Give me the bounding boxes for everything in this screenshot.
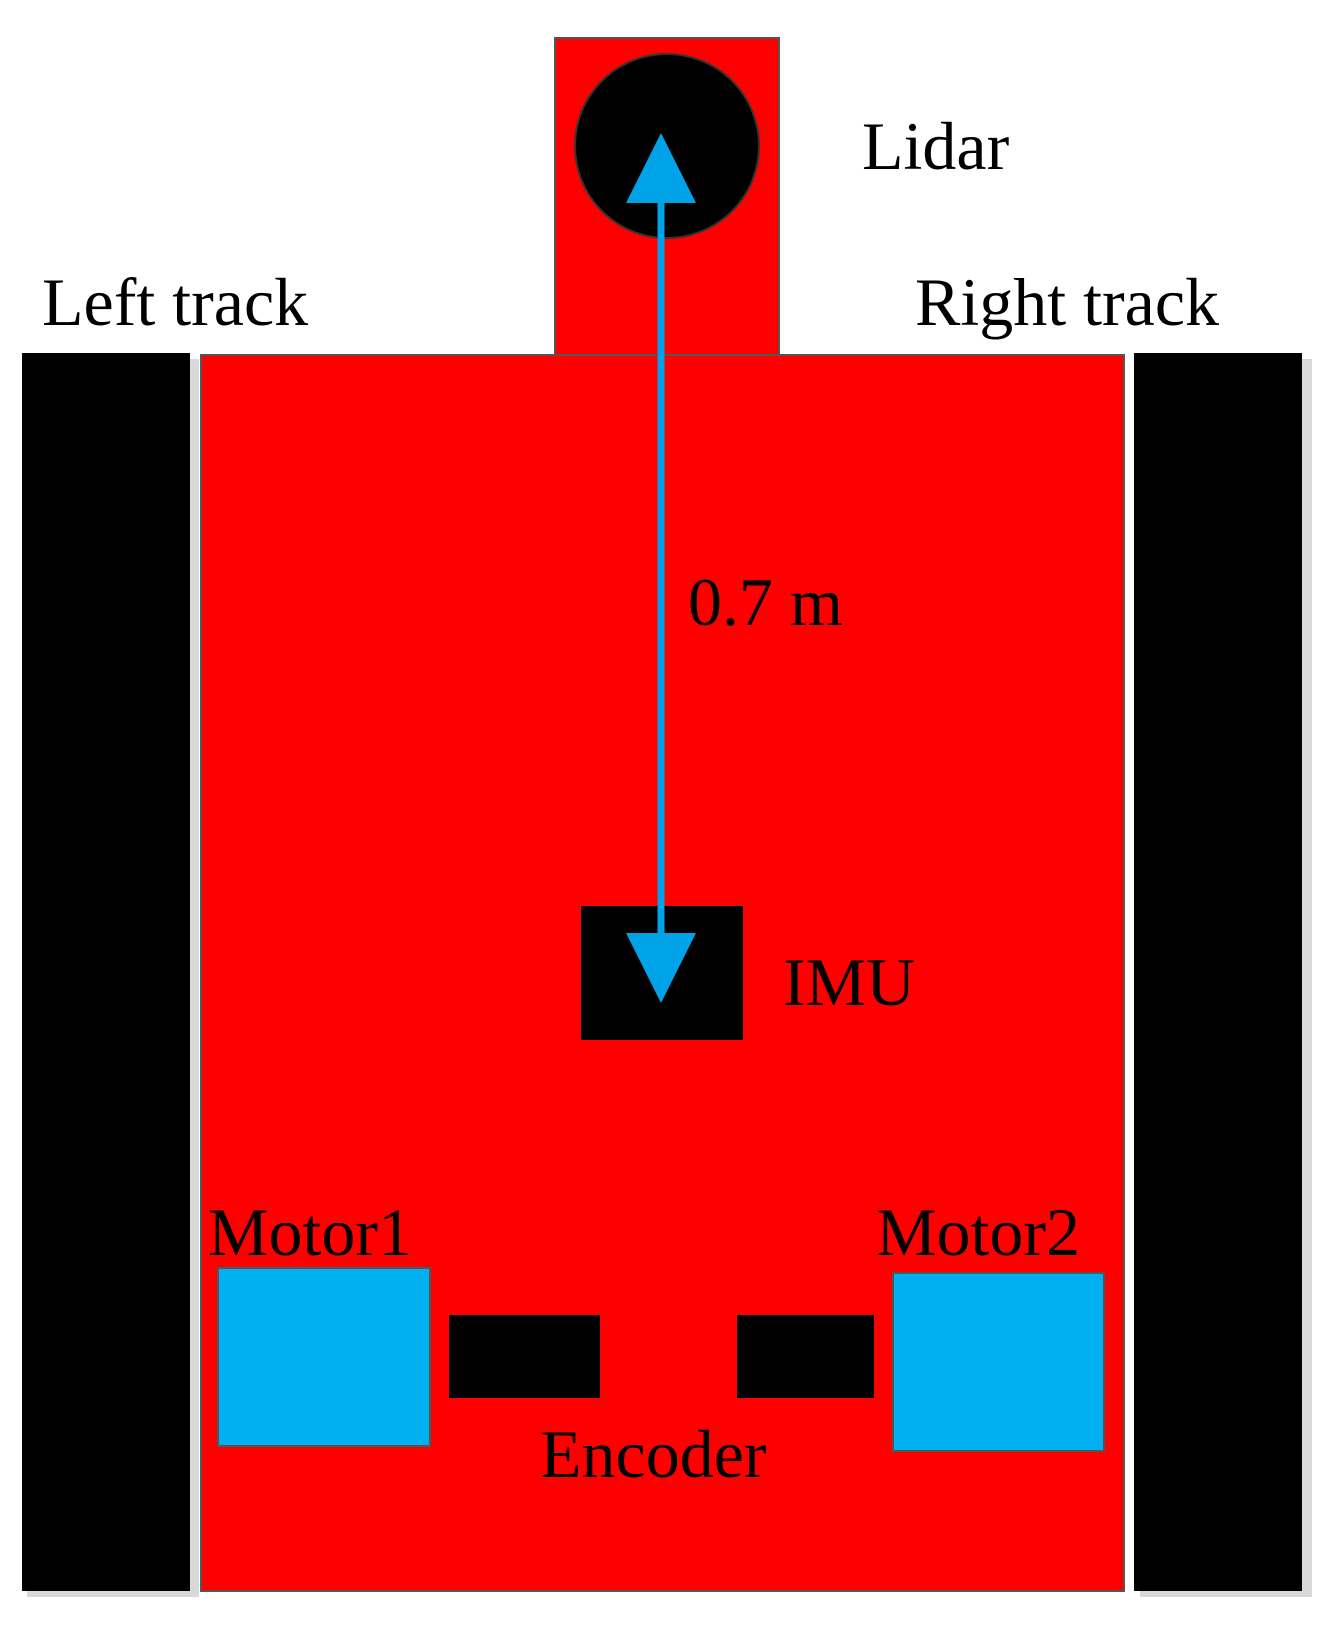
motor1-block <box>217 1267 431 1447</box>
motor2-block <box>892 1272 1105 1452</box>
distance-label: 0.7 m <box>688 564 843 640</box>
lidar-label: Lidar <box>862 108 1010 184</box>
encoder-left <box>449 1315 600 1398</box>
lidar-sensor <box>574 53 760 239</box>
encoder-label: Encoder <box>540 1416 767 1492</box>
right-track <box>1134 353 1302 1591</box>
imu-label: IMU <box>783 944 916 1020</box>
left-track <box>22 353 190 1591</box>
left-track-label: Left track <box>42 264 309 340</box>
right-track-label: Right track <box>915 264 1220 340</box>
motor2-label: Motor2 <box>876 1194 1080 1270</box>
encoder-right <box>737 1315 874 1398</box>
motor1-label: Motor1 <box>208 1194 412 1270</box>
